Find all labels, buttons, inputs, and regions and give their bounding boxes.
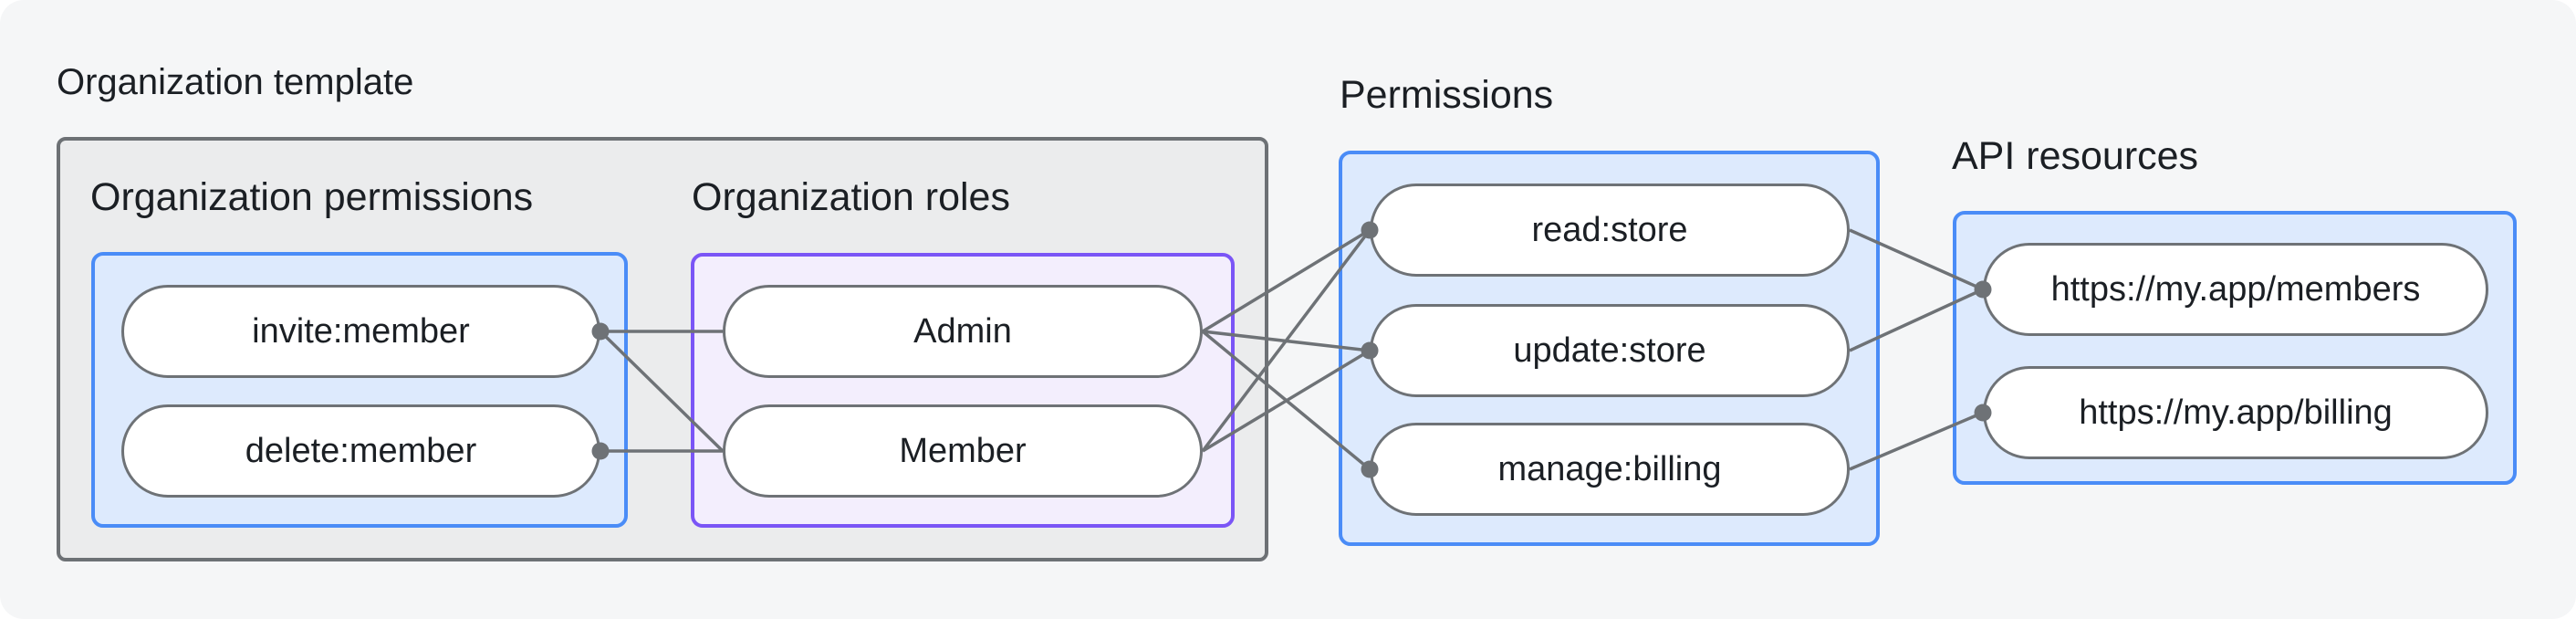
node-admin-role: Admin bbox=[723, 285, 1203, 378]
node-delete-member: delete:member bbox=[121, 404, 600, 498]
node-invite-member: invite:member bbox=[121, 285, 600, 378]
node-manage-billing: manage:billing bbox=[1370, 423, 1850, 516]
organization-roles-title: Organization roles bbox=[692, 175, 1010, 219]
api-resources-title: API resources bbox=[1952, 134, 2199, 178]
node-read-store: read:store bbox=[1370, 184, 1850, 277]
node-member-role: Member bbox=[723, 404, 1203, 498]
organization-template-title: Organization template bbox=[57, 62, 414, 102]
node-billing-api-url: https://my.app/billing bbox=[1983, 366, 2488, 459]
node-update-store: update:store bbox=[1370, 304, 1850, 397]
permissions-title: Permissions bbox=[1340, 73, 1554, 117]
organization-permissions-title: Organization permissions bbox=[90, 175, 534, 219]
node-members-api-url: https://my.app/members bbox=[1983, 243, 2488, 336]
